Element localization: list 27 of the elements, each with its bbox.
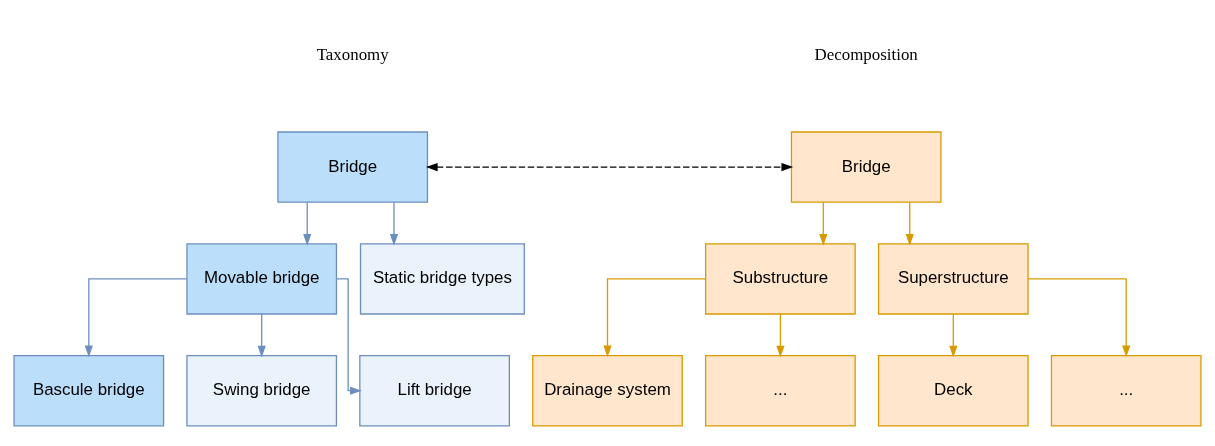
label: Decomposition	[814, 44, 918, 64]
node-box: ...	[1050, 354, 1202, 427]
node-box: Movable bridge	[186, 243, 338, 315]
node-box: Static bridge types	[359, 243, 525, 315]
label: Taxonomy	[316, 44, 389, 64]
node-box: Superstructure	[877, 243, 1029, 315]
arrow	[949, 313, 958, 358]
arrow	[425, 163, 794, 172]
arrow	[335, 278, 362, 395]
arrow	[905, 201, 914, 246]
node-box: Bascule bridge	[13, 354, 165, 427]
node-box: Deck	[877, 354, 1029, 427]
node-box: Bridge	[790, 131, 942, 203]
arrow	[1027, 278, 1131, 358]
node-box: ...	[705, 354, 856, 427]
arrow	[257, 313, 266, 358]
node-box: Swing bridge	[186, 354, 338, 427]
arrow	[776, 313, 785, 358]
node-box: Bridge	[277, 131, 429, 203]
arrow	[819, 201, 828, 246]
arrow	[603, 278, 707, 358]
arrow	[84, 278, 188, 358]
node-box: Substructure	[705, 243, 856, 315]
arrow	[389, 201, 399, 246]
node-box: Lift bridge	[359, 354, 510, 427]
node-box: Drainage system	[532, 354, 683, 427]
arrow	[303, 201, 312, 246]
